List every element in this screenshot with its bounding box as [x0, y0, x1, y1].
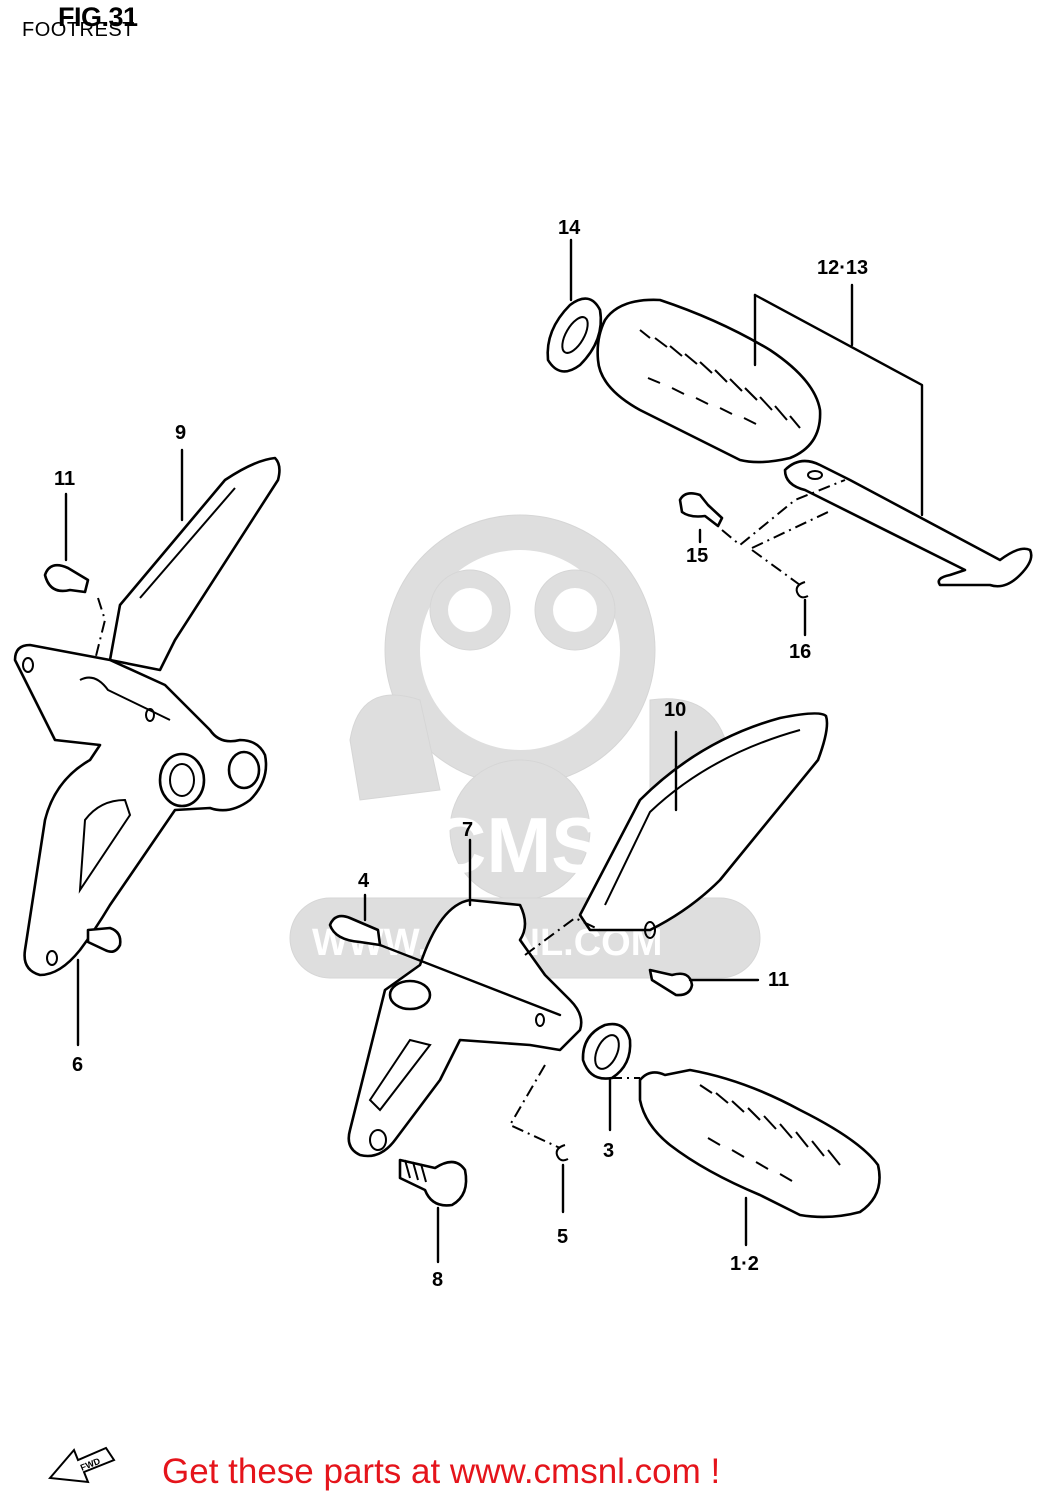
callout-5: 5 — [557, 1226, 568, 1248]
callout-8: 8 — [432, 1269, 443, 1291]
cms-watermark: CMS WWW.CMSNL.COM — [289, 514, 761, 979]
shop-banner-link[interactable]: Get these parts at www.cmsnl.com ! — [162, 1452, 721, 1491]
figure-subtitle: FOOTREST — [22, 19, 135, 41]
callout-12-13: 12·13 — [817, 257, 868, 279]
right-footrest-bracket — [328, 712, 881, 1264]
bolt-15 — [678, 492, 724, 528]
bolt-11-right — [648, 968, 694, 997]
callout-10: 10 — [664, 699, 686, 721]
watermark-brand: CMS — [430, 801, 603, 889]
heel-guard-9 — [108, 456, 281, 672]
bolt-8 — [398, 1158, 468, 1207]
callout-16: 16 — [789, 641, 811, 663]
fwd-arrow-icon: FWD — [48, 1446, 116, 1484]
callout-11-left: 11 — [54, 468, 75, 490]
callout-7: 7 — [462, 819, 473, 841]
callout-14: 14 — [558, 217, 581, 239]
callout-4: 4 — [358, 870, 370, 892]
footrest-rubber-1 — [638, 1068, 881, 1219]
callout-3: 3 — [603, 1140, 614, 1162]
washer-3 — [581, 1022, 632, 1080]
figure-title: FIG.31 — [58, 2, 138, 32]
callout-9: 9 — [175, 422, 186, 444]
callout-11-right: 11 — [768, 969, 789, 991]
pin-6 — [86, 926, 122, 953]
pin-4 — [328, 914, 382, 947]
left-footrest-bracket — [13, 448, 281, 1047]
bracket-7 — [347, 898, 583, 1158]
bolt-11-left — [43, 563, 90, 594]
heel-guard-10 — [578, 712, 829, 932]
callout-15: 15 — [686, 545, 708, 567]
rear-footrest-assembly — [546, 238, 1033, 637]
washer-14 — [546, 297, 603, 373]
callout-6: 6 — [72, 1054, 83, 1076]
callout-1-2: 1·2 — [730, 1253, 759, 1275]
footrest-rubber-12 — [596, 298, 822, 464]
